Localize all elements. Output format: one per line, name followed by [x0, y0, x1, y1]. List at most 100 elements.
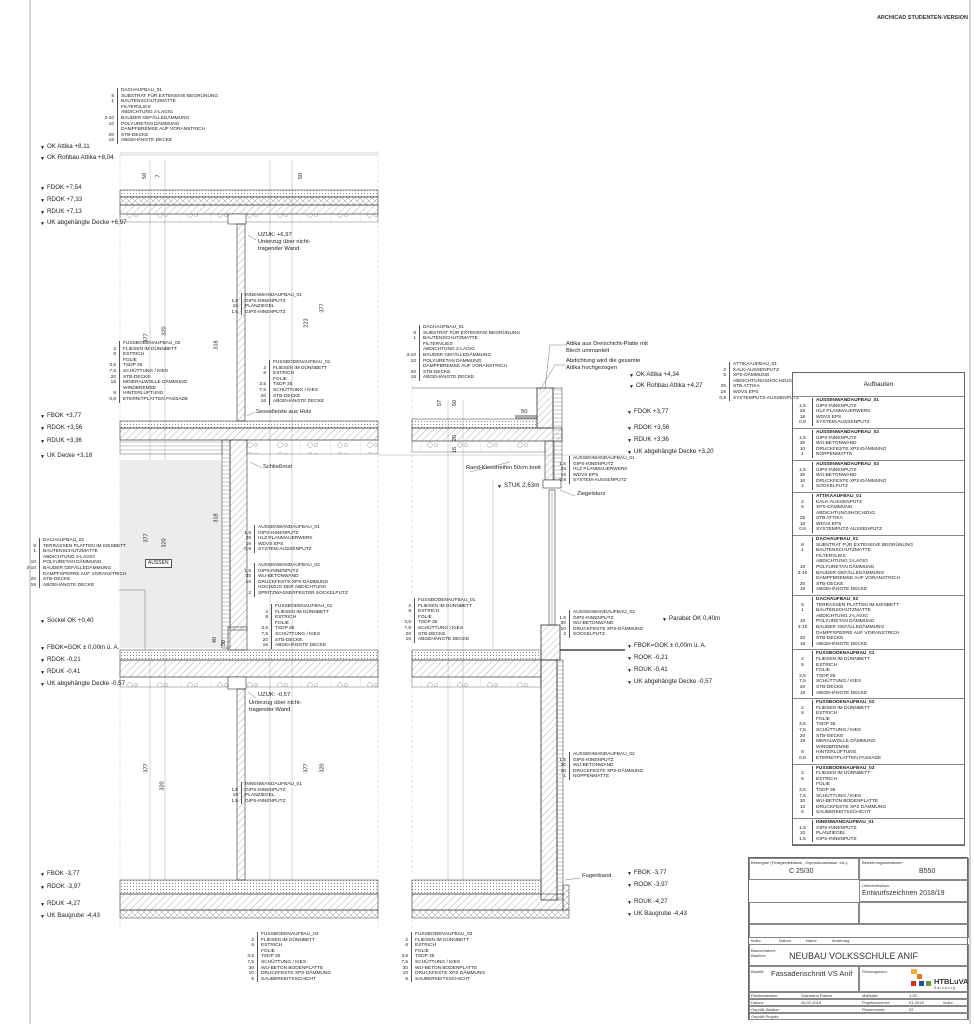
legend-section-title: FUSSBODENAUFBAU_03: [816, 765, 875, 771]
layer-thickness: [104, 127, 118, 133]
note-attika-1: Attika aus Dreischicht-Platte mit: [566, 341, 648, 347]
level-label: UK abgehängte Decke -0,57: [46, 680, 126, 687]
layer-material: WU-BETONWAND: [816, 441, 857, 447]
layer-thickness: 3,5: [244, 954, 258, 960]
layer-material: ABDICHTUNGSHOCHZUG: [816, 510, 876, 516]
note-50: 50: [521, 409, 528, 415]
title-block-field: 1:20: [909, 993, 917, 998]
dimension-label: 50: [142, 172, 149, 180]
level-label: FBOK +3,77: [46, 412, 82, 419]
legend-row: ABDICHTUNG 2-LAGIG: [793, 613, 964, 620]
level-arrow-icon: ▼: [662, 617, 667, 623]
layer-material: BAUDER GEFÄLLEDÄMMUNG: [43, 565, 112, 571]
layer-material: FLIESEN IM DÜNNBETT: [816, 771, 871, 777]
layer-material: SYSTEM-AUSSENPUTZ: [573, 478, 627, 484]
layer-thickness: [793, 716, 813, 723]
layer-thickness: [256, 376, 270, 383]
level-label: RDUK -0,41: [46, 668, 81, 675]
layer-material: WDVS EPS: [733, 389, 759, 395]
layer-thickness: 7,5: [244, 959, 258, 966]
dimension-label: 40: [212, 636, 219, 644]
bewehrung-label: Bewehrungsstahlsorte:: [862, 860, 903, 865]
layer-thickness: 2: [556, 632, 570, 638]
level-arrow-icon: ▼: [627, 656, 632, 662]
layer-thickness: 20: [106, 374, 120, 381]
layer-thickness: 15: [793, 739, 813, 745]
layer-thickness: 1: [793, 452, 813, 458]
annotation-row: FILTERVLIES: [104, 104, 218, 111]
annotation-title: DACHAUFBAU_02: [43, 538, 85, 543]
legend-section-title: DACHAUFBAU_01: [816, 537, 859, 543]
title-block-field: 26.02.2018: [801, 1000, 822, 1005]
layer-material: XPS-DÄMMUNG: [733, 373, 770, 379]
layer-material: ABGEHÄNGTE DECKE: [418, 637, 470, 643]
note-abdichtung-2: Attika hochgezogen: [566, 365, 617, 371]
level-marker-left: ▼UK abgehängte Decke -0,57: [40, 680, 126, 688]
title-block-field: Plannummer:: [862, 1007, 886, 1012]
layer-thickness: 5: [793, 505, 813, 511]
layer-thickness: 1: [793, 548, 813, 554]
layer-material: WU-BETONWAND: [573, 763, 614, 769]
layer-material: BAUTENSCHUTZMATTE: [43, 549, 98, 555]
layer-material: GIPS-INNENPUTZ: [573, 757, 614, 763]
annotation-row: WINDBREMSE: [106, 385, 188, 392]
layer-material: ABDICHTUNGSHOCHZUG: [733, 378, 793, 384]
note-schliessrost: Schließrost: [263, 464, 292, 470]
layer-thickness: 0,8: [793, 527, 813, 534]
layer-thickness: 0,8: [106, 396, 120, 403]
title-block-field: Datum:: [751, 1000, 764, 1005]
layer-thickness: 5: [398, 976, 412, 983]
layer-thickness: 1,5: [241, 530, 255, 537]
layer-thickness: 2: [258, 609, 272, 616]
betongüte-label: Betongüte (Festigkeitsklasse., Expositio…: [751, 860, 849, 865]
layer-material: WINDBREMSE: [816, 744, 850, 750]
layer-material: ABDICHTUNG 2-LAGIG: [816, 559, 868, 565]
layer-thickness: 16: [256, 399, 270, 405]
layer-thickness: 8: [106, 352, 120, 358]
layer-material: TERRASSEN PLATTEN IM KIESBETT: [816, 602, 900, 608]
legend-title: Aufbauten: [793, 373, 964, 397]
layer-thickness: 3-10: [104, 115, 118, 122]
layer-thickness: 8: [104, 93, 118, 100]
level-arrow-icon: ▼: [627, 900, 632, 906]
layer-material: SPRITZWASSERFESTER SOCKELPUTZ: [258, 590, 348, 596]
layer-thickness: 16: [793, 641, 813, 648]
layer-thickness: 8: [793, 750, 813, 757]
layer-material: PLANZIEGEL: [816, 831, 846, 837]
layer-material: ABGEHÄNGTE DECKE: [275, 643, 327, 649]
layer-thickness: 30: [244, 965, 258, 972]
note-unterzug-3: Unterzug über nicht-: [249, 700, 302, 706]
layer-thickness: 10: [793, 478, 813, 485]
layer-material: TSDP 35: [123, 363, 143, 369]
layer-thickness: 3,5: [793, 788, 813, 794]
layer-material: DRUCKFESTE XPS DÄMMUNG: [816, 804, 887, 810]
layer-material: ABGEHÄNGTE DECKE: [121, 138, 173, 144]
aenderung-col: Änderung: [832, 938, 850, 943]
level-arrow-icon: ▼: [40, 221, 45, 227]
dimension-label: 30: [221, 639, 228, 647]
level-label: FBOK -3,77: [633, 869, 667, 876]
layer-material: GIPS-INNENPUTZ: [816, 467, 857, 473]
